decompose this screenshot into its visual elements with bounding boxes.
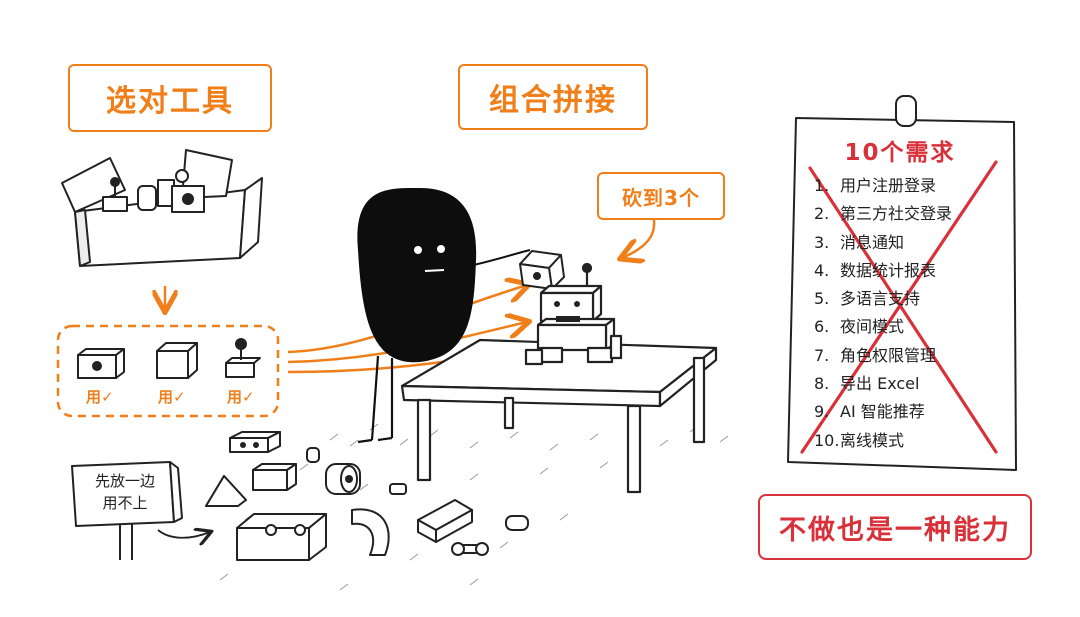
list-item: 8.导出 Excel [814,374,920,394]
cross-out-mark [800,160,998,454]
box-with-hole-icon [77,348,125,379]
robot-eye [554,301,560,307]
tool-3-used-label: 用✓ [227,388,255,406]
joystick-icon [225,338,261,378]
character-eye [414,246,422,254]
sign-text: 先放一边 用不上 [78,470,172,514]
tool-1-used-label: 用✓ [86,388,114,406]
not-used-text: 用不上 [102,494,148,512]
cube-icon [156,342,198,379]
unused-pieces [205,431,529,561]
restraint-label: 不做也是一种能力 [758,494,1032,560]
combine-label: 组合拼接 [458,64,648,130]
list-item: 9.AI 智能推荐 [814,402,925,422]
arrow-to-pieces-icon [157,530,210,538]
tool-2-used-label: 用✓ [158,388,186,406]
character-mouth [424,269,445,272]
requirements-title: 10个需求 [844,140,956,166]
robot-mouth [556,316,580,322]
character-body [357,187,477,363]
sign-post [71,461,183,560]
list-item: 2.第三方社交登录 [814,204,953,224]
held-cube-icon [519,250,565,290]
list-item: 6.夜间模式 [814,317,905,337]
requirements-paper [787,95,1017,471]
list-item: 3.消息通知 [814,232,905,252]
list-item: 4.数据统计报表 [814,260,937,280]
requirements-list: 1.用户注册登录 2.第三方社交登录 3.消息通知 4.数据统计报表 5.多语言… [814,172,952,455]
character-eye [437,245,445,253]
tool-selection-area [56,324,280,418]
floor-hatching [219,423,729,591]
list-item: 7.角色权限管理 [814,345,937,365]
cut-to-three-label: 砍到3个 [597,172,725,220]
choose-tools-label: 选对工具 [68,64,272,132]
list-item: 1.用户注册登录 [814,176,937,195]
table [400,338,718,494]
robot-eye [574,301,580,307]
set-aside-text: 先放一边 [94,472,155,490]
robot [524,262,623,366]
toolbox [61,149,263,267]
list-item: 10.离线模式 [814,430,905,450]
list-item: 5.多语言支持 [814,289,921,309]
